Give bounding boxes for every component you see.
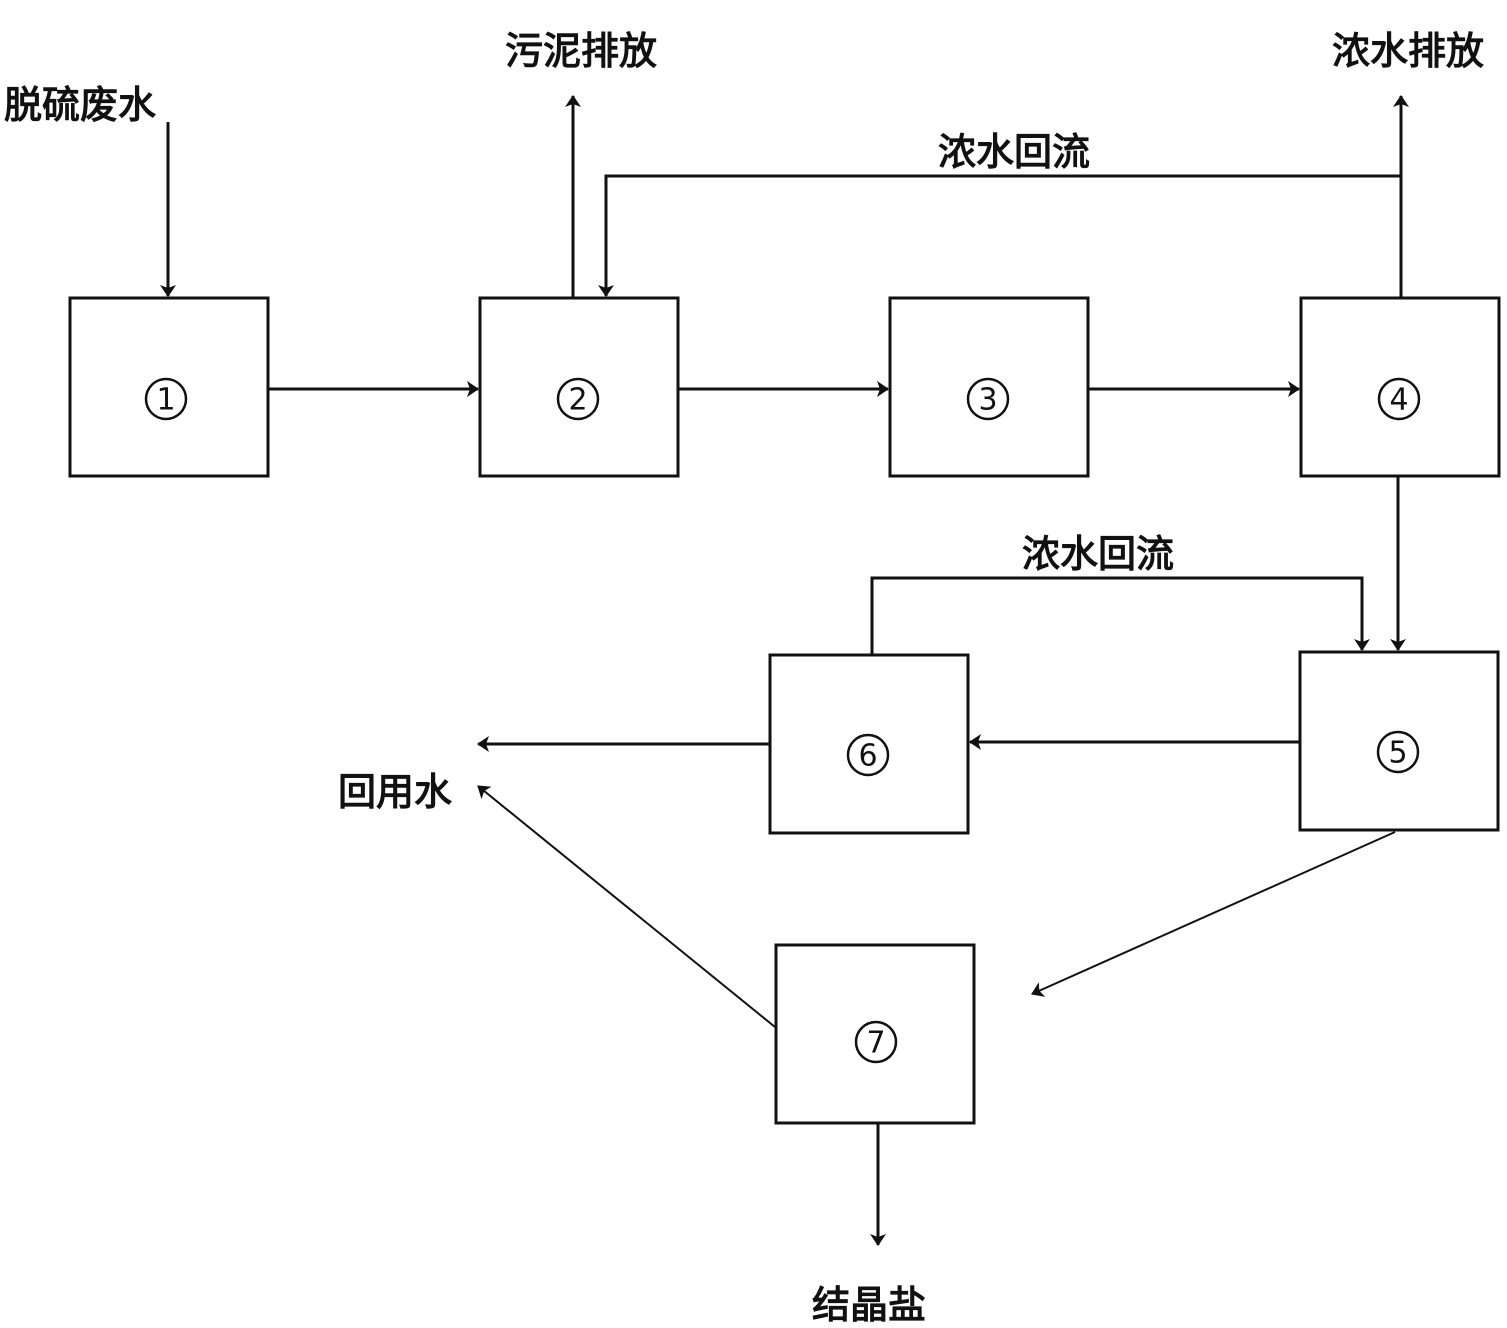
process-node-2: 2 — [478, 296, 680, 478]
node-badge-5 — [1376, 730, 1420, 774]
node-number-2: 2 — [568, 383, 587, 418]
process-node-6: 6 — [768, 653, 970, 835]
node-number-6: 6 — [858, 739, 877, 774]
process-node-5: 5 — [1298, 650, 1500, 832]
process-node-3: 3 — [888, 296, 1090, 478]
process-node-1: 1 — [68, 296, 270, 478]
process-node-4: 4 — [1299, 296, 1501, 478]
label-concentrate-reflux-top: 浓水回流 — [938, 130, 1090, 174]
flow-concentrate-reflux-4-to-2 — [598, 174, 1401, 297]
label-crystal-salt: 结晶盐 — [812, 1283, 926, 1327]
node-badge-7 — [854, 1020, 898, 1064]
node-number-1: 1 — [156, 383, 175, 418]
label-concentrate-discharge: 浓水排放 — [1332, 29, 1484, 73]
node-badge-3 — [966, 377, 1010, 421]
label-sludge-discharge: 污泥排放 — [505, 29, 657, 73]
node-number-7: 7 — [866, 1026, 885, 1061]
flow-5-to-7 — [1031, 831, 1396, 997]
node-number-5: 5 — [1388, 736, 1407, 771]
process-node-7: 7 — [774, 943, 976, 1125]
node-number-4: 4 — [1389, 383, 1408, 418]
node-badge-6 — [846, 733, 890, 777]
flow-7-to-reuse-water — [477, 785, 776, 1028]
flow-concentrate-reflux-6-to-5 — [870, 576, 1370, 655]
node-badge-1 — [144, 377, 188, 421]
node-badge-4 — [1377, 377, 1421, 421]
node-number-3: 3 — [978, 383, 997, 418]
label-reuse-water: 回用水 — [338, 770, 453, 814]
label-concentrate-reflux-bottom: 浓水回流 — [1022, 532, 1174, 576]
label-input: 脱硫废水 — [4, 83, 157, 127]
node-badge-2 — [556, 377, 600, 421]
